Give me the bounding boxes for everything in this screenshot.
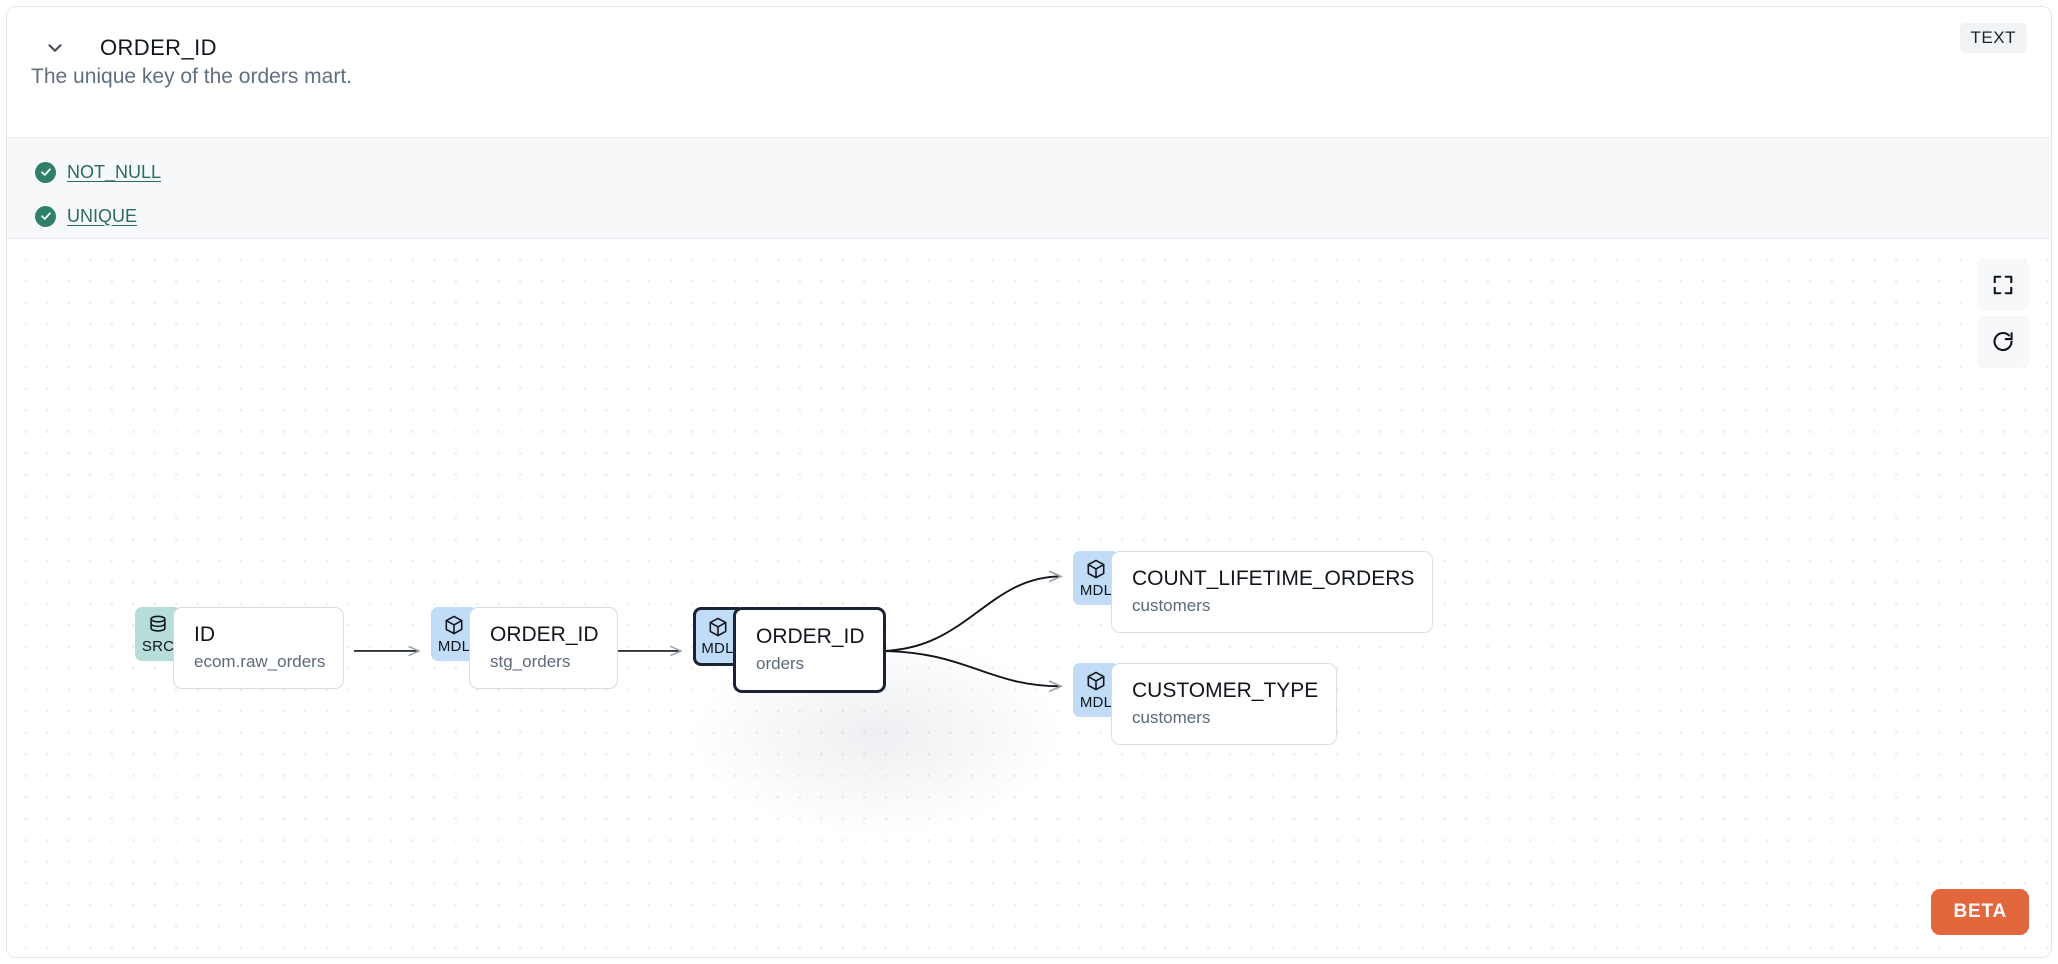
node-badge-label: MDL	[1079, 694, 1113, 711]
node-body: CUSTOMER_TYPE customers	[1111, 663, 1338, 746]
test-row: NOT_NULL	[35, 150, 2051, 194]
check-circle-icon	[35, 205, 56, 227]
lineage-canvas[interactable]: SRC ID ecom.raw_orders MDL ORDER_ID stg_…	[7, 239, 2051, 957]
cube-icon	[1087, 559, 1105, 579]
lineage-node-customer-type[interactable]: MDL CUSTOMER_TYPE customers	[1073, 663, 1338, 746]
database-icon	[150, 615, 166, 632]
node-table-name: customers	[1132, 708, 1211, 728]
node-badge-label: MDL	[437, 638, 471, 655]
column-detail-card: ORDER_ID TEXT The unique key of the orde…	[6, 6, 2052, 958]
node-body: ORDER_ID orders	[733, 607, 886, 694]
node-body: ID ecom.raw_orders	[173, 607, 345, 690]
beta-badge[interactable]: BETA	[1931, 889, 2029, 935]
node-type-badge-mdl: MDL	[693, 607, 739, 666]
refresh-icon	[1993, 331, 2013, 352]
data-type-badge: TEXT	[1959, 23, 2027, 53]
lineage-edges	[354, 239, 2051, 957]
lineage-node-orders-selected[interactable]: MDL ORDER_ID orders	[693, 607, 886, 694]
cube-icon	[445, 615, 463, 635]
node-badge-label: MDL	[1079, 582, 1113, 599]
page-title: ORDER_ID	[100, 35, 217, 60]
node-body: COUNT_LIFETIME_ORDERS customers	[1111, 551, 1434, 634]
cube-icon	[1087, 671, 1105, 691]
chevron-down-icon[interactable]	[38, 31, 72, 65]
test-link-not-null[interactable]: NOT_NULL	[67, 161, 162, 182]
node-column-name: COUNT_LIFETIME_ORDERS	[1132, 567, 1415, 590]
test-row: UNIQUE	[35, 194, 2051, 238]
cube-icon	[709, 617, 726, 637]
fit-view-button[interactable]	[1977, 259, 2029, 311]
canvas-controls	[1977, 259, 2029, 368]
lineage-node-count-lifetime-orders[interactable]: MDL COUNT_LIFETIME_ORDERS customers	[1073, 551, 1434, 634]
node-column-name: CUSTOMER_TYPE	[1132, 679, 1319, 702]
edge-orders-to-count	[878, 576, 1061, 652]
column-description: The unique key of the orders mart.	[31, 65, 352, 88]
node-badge-label: MDL	[701, 640, 734, 657]
node-column-name: ID	[194, 623, 215, 646]
node-table-name: stg_orders	[490, 652, 571, 672]
lineage-node-stg-orders[interactable]: MDL ORDER_ID stg_orders	[431, 607, 618, 690]
node-badge-label: SRC	[141, 638, 175, 655]
node-table-name: ecom.raw_orders	[194, 652, 326, 672]
check-circle-icon	[35, 161, 56, 183]
node-table-name: customers	[1132, 596, 1211, 616]
card-header: ORDER_ID TEXT The unique key of the orde…	[7, 7, 2051, 137]
node-table-name: orders	[756, 654, 805, 674]
test-link-unique[interactable]: UNIQUE	[67, 205, 138, 226]
edge-orders-to-customer-type	[878, 650, 1061, 686]
title-row: ORDER_ID	[38, 31, 217, 65]
node-column-name: ORDER_ID	[756, 625, 865, 648]
tests-section: NOT_NULL UNIQUE	[7, 137, 2051, 239]
reset-button[interactable]	[1977, 316, 2029, 368]
lineage-node-src-id[interactable]: SRC ID ecom.raw_orders	[135, 607, 345, 690]
fullscreen-icon	[1993, 275, 2013, 295]
node-column-name: ORDER_ID	[490, 623, 599, 646]
node-body: ORDER_ID stg_orders	[469, 607, 618, 690]
